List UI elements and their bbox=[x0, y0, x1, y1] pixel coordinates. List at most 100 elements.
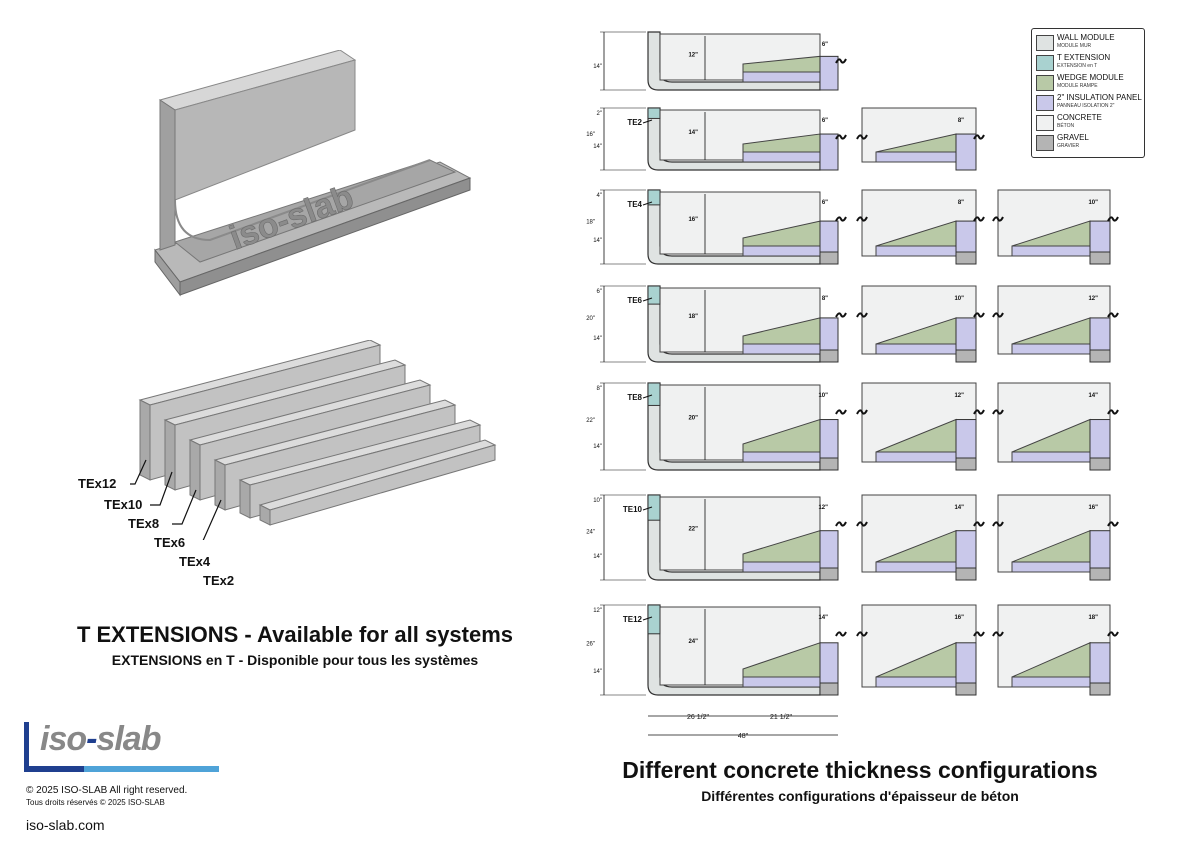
insulation-panel bbox=[819, 133, 839, 171]
break-mark bbox=[1107, 312, 1119, 318]
copyright: © 2025 ISO-SLAB All right reserved. bbox=[26, 785, 188, 796]
break-mark bbox=[856, 216, 868, 222]
legend-swatch bbox=[1036, 95, 1054, 111]
legend-label-fr: MODULE RAMPE bbox=[1057, 83, 1098, 89]
legend-label-fr: EXTENSION en T bbox=[1057, 63, 1098, 69]
iso-slab-logo: iso-slab bbox=[40, 720, 162, 758]
iso-slab-logo-graphic bbox=[24, 722, 219, 772]
wall-height-label: 14" bbox=[593, 554, 602, 560]
legend-swatch bbox=[1036, 135, 1054, 151]
break-mark bbox=[992, 312, 1004, 318]
insulation-panel bbox=[955, 133, 977, 171]
gravel bbox=[1089, 457, 1111, 471]
gravel bbox=[1089, 251, 1111, 265]
thickness-label: 12" bbox=[688, 52, 698, 58]
total-height-label: 16" bbox=[586, 132, 595, 138]
depth-label: 12" bbox=[954, 393, 964, 399]
break-mark bbox=[856, 631, 868, 637]
t-extension-label: TE2 bbox=[627, 118, 642, 127]
gravel bbox=[819, 457, 839, 471]
depth-label: 12" bbox=[818, 505, 828, 511]
depth-label: 16" bbox=[954, 615, 964, 621]
break-mark bbox=[1107, 631, 1119, 637]
break-mark bbox=[973, 134, 985, 140]
dimension-label: 48" bbox=[738, 733, 749, 740]
page-title: T EXTENSIONS - Available for all systems bbox=[76, 622, 514, 647]
legend-label: CONCRETE bbox=[1057, 113, 1102, 122]
t-extension bbox=[647, 494, 661, 521]
gravel bbox=[955, 567, 977, 581]
website[interactable]: iso-slab.com bbox=[26, 817, 105, 833]
extension-height-label: 12" bbox=[593, 608, 602, 614]
leader-line bbox=[642, 506, 653, 511]
break-mark bbox=[835, 521, 847, 527]
thickness-label: 18" bbox=[688, 314, 698, 320]
configs-subtitle: Différentes configurations d'épaisseur d… bbox=[701, 788, 1019, 804]
legend-label: 2" INSULATION PANEL bbox=[1057, 93, 1142, 102]
wall-module-illustration: iso-slab bbox=[154, 50, 472, 297]
t-extension-label: TE12 bbox=[623, 615, 643, 624]
insulation-panel bbox=[742, 343, 821, 355]
extension-label: TEx8 bbox=[128, 516, 160, 531]
extension-height-label: 6" bbox=[597, 289, 602, 295]
leader-line bbox=[642, 616, 653, 621]
insulation-panel bbox=[875, 151, 957, 163]
insulation-panel bbox=[1011, 245, 1091, 257]
break-mark bbox=[992, 216, 1004, 222]
configs-title: Different concrete thickness configurati… bbox=[622, 757, 1098, 783]
gravel bbox=[819, 682, 839, 696]
gravel bbox=[819, 251, 839, 265]
break-mark bbox=[856, 312, 868, 318]
gravel bbox=[955, 251, 977, 265]
insulation-panel bbox=[1011, 451, 1091, 463]
t-extension bbox=[647, 604, 661, 635]
extension-height-label: 10" bbox=[593, 498, 602, 504]
insulation-panel bbox=[875, 245, 957, 257]
leader-line bbox=[642, 201, 653, 206]
t-extension-label: TE10 bbox=[623, 505, 643, 514]
gravel bbox=[1089, 682, 1111, 696]
depth-label: 12" bbox=[1088, 296, 1098, 302]
depth-label: 8" bbox=[958, 200, 964, 206]
insulation-panel bbox=[742, 151, 821, 163]
legend-label-fr: BÉTON bbox=[1057, 123, 1075, 129]
gravel bbox=[955, 682, 977, 696]
leader-line bbox=[642, 297, 653, 302]
insulation-panel bbox=[875, 343, 957, 355]
insulation-panel bbox=[742, 676, 821, 688]
break-mark bbox=[835, 216, 847, 222]
t-extension bbox=[647, 107, 661, 119]
break-mark bbox=[973, 409, 985, 415]
thickness-label: 20" bbox=[688, 416, 698, 422]
break-mark bbox=[973, 631, 985, 637]
t-extension-label: TE6 bbox=[627, 296, 642, 305]
break-mark bbox=[992, 521, 1004, 527]
extension-label: TEx10 bbox=[104, 497, 143, 512]
break-mark bbox=[856, 134, 868, 140]
depth-label: 6" bbox=[822, 200, 828, 206]
thickness-label: 24" bbox=[688, 639, 698, 645]
t-extension bbox=[647, 382, 661, 406]
depth-label: 10" bbox=[818, 393, 828, 399]
insulation-panel bbox=[742, 71, 821, 83]
depth-label: 10" bbox=[1088, 200, 1098, 206]
wall-height-label: 14" bbox=[593, 64, 602, 70]
total-height-label: 26" bbox=[586, 642, 595, 648]
wall-height-label: 14" bbox=[593, 669, 602, 675]
extension-height-label: 4" bbox=[597, 193, 602, 199]
depth-label: 6" bbox=[822, 118, 828, 124]
legend-swatch bbox=[1036, 75, 1054, 91]
break-mark bbox=[835, 409, 847, 415]
insulation-panel bbox=[742, 245, 821, 257]
total-height-label: 20" bbox=[586, 316, 595, 322]
legend-label: GRAVEL bbox=[1057, 133, 1089, 142]
extension-label: TEx12 bbox=[78, 476, 117, 491]
depth-label: 10" bbox=[954, 296, 964, 302]
legend-swatch bbox=[1036, 55, 1054, 71]
insulation-panel bbox=[1011, 561, 1091, 573]
legend-label-fr: PANNEAU ISOLATION 2" bbox=[1057, 103, 1115, 109]
legend-label: T EXTENSION bbox=[1057, 53, 1111, 62]
